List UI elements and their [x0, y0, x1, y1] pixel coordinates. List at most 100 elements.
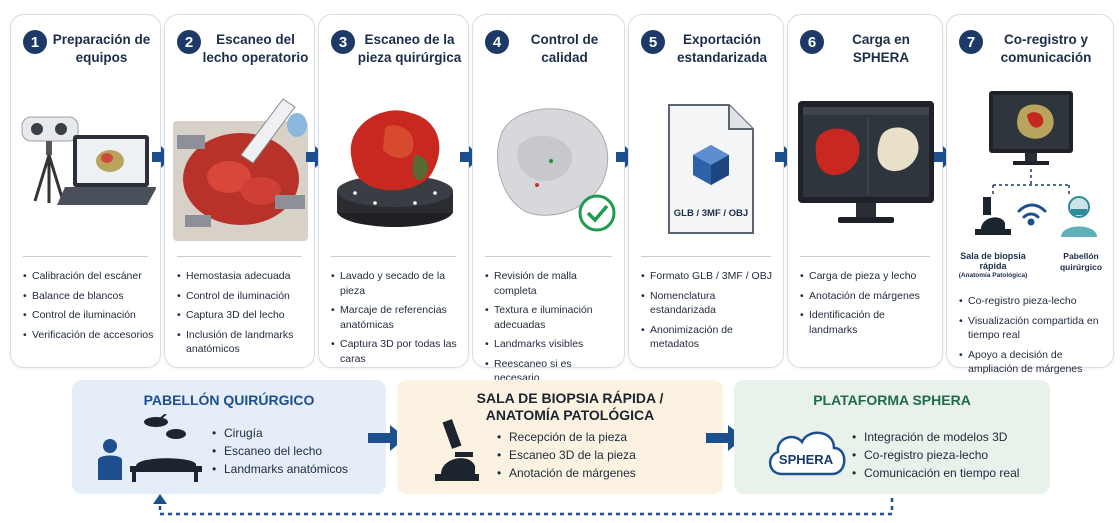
step-number-badge: 2 — [177, 30, 201, 54]
bullet-item: Visualización compartida en tiempo real — [959, 314, 1107, 343]
bullet-item: Hemostasia adecuada — [177, 269, 308, 284]
panel-sphera-platform: PLATAFORMA SPHERA SPHERA Integración de … — [734, 380, 1050, 494]
step-bullets: Lavado y secado de la pieza Marcaje de r… — [331, 269, 462, 371]
arrow-right-icon — [306, 146, 326, 168]
step-title: Escaneo del lecho operatorio — [202, 32, 309, 65]
cloud-icon — [769, 431, 846, 476]
step-bullets: Formato GLB / 3MF / OBJ Nomenclatura est… — [641, 269, 777, 357]
bullet-item: Calibración del escáner — [23, 269, 154, 284]
panel-items: Recepción de la pieza Escaneo 3D de la p… — [497, 428, 636, 482]
specimen-turntable-illustration — [325, 95, 462, 247]
arrow-right-icon — [460, 146, 480, 168]
step-bullets: Calibración del escáner Balance de blanc… — [23, 269, 154, 347]
divider — [177, 256, 302, 257]
file-export-illustration: GLB / 3MF / OBJ — [635, 95, 777, 247]
microscope-icon — [975, 197, 1011, 235]
bullet-item: Lavado y secado de la pieza — [331, 269, 462, 298]
panel-title: PABELLÓN QUIRÚRGICO — [143, 392, 315, 408]
step-title: Carga en SPHERA — [852, 32, 910, 65]
bullet-item: Captura 3D por todas las caras — [331, 337, 462, 366]
step-number-badge: 3 — [331, 30, 355, 54]
bullet-item: Anonimización de metadatos — [641, 323, 777, 352]
step-title: Escaneo de la pieza quirúrgica — [357, 32, 462, 65]
arrow-right-icon — [616, 146, 636, 168]
step-title: Control de calidad — [530, 32, 599, 65]
operating-room-icon — [98, 414, 202, 482]
mesh-quality-illustration — [479, 95, 618, 247]
divider — [641, 256, 771, 257]
panel-biopsy-room: SALA DE BIOPSIA RÁPIDA / ANATOMÍA PATOLÓ… — [397, 380, 723, 494]
bullet-item: Captura 3D del lecho — [177, 308, 308, 323]
divider — [23, 256, 148, 257]
step-card-4: 4 Control de calidad Revisión de malla c… — [472, 14, 625, 384]
surgeon-icon — [1061, 196, 1097, 237]
bullet-item: Verificación de accesorios — [23, 328, 154, 343]
bullet-item: Landmarks visibles — [485, 337, 618, 352]
bullet-item: Identificación de landmarks — [800, 308, 936, 337]
surgical-bed-scan-illustration — [171, 95, 308, 247]
bullet-item: Carga de pieza y lecho — [800, 269, 936, 284]
step-title: Co-registro y comunicación — [1000, 32, 1092, 65]
step-bullets: Carga de pieza y lecho Anotación de márg… — [800, 269, 936, 342]
bullet-item: Textura e iluminación adecuadas — [485, 303, 618, 332]
microscope-icon — [435, 419, 479, 481]
cloud-label: SPHERA — [778, 452, 834, 467]
panel-item: Escaneo del lecho — [212, 442, 348, 460]
divider — [485, 256, 612, 257]
bullet-item: Anotación de márgenes — [800, 289, 936, 304]
step-card-7: 7 Co-registro y comunicación — [946, 14, 1114, 375]
bullet-item: Marcaje de referencias anatómicas — [331, 303, 462, 332]
wifi-icon — [1017, 203, 1047, 226]
lab-sublabel: (Anatomía Patológica) — [958, 272, 1028, 279]
step-card-6: 6 Carga en SPHERA Carga de pieza y lecho… — [787, 14, 943, 368]
panel-item: Integración de modelos 3D — [852, 428, 1019, 446]
arrow-right-icon — [775, 146, 795, 168]
divider — [331, 256, 456, 257]
coregistration-illustration: Sala de biopsia rápida (Anatomía Patológ… — [953, 89, 1107, 281]
surgeon-label: Pabellón quirúrgico — [1059, 251, 1103, 272]
step-bullets: Revisión de malla completa Textura e ilu… — [485, 269, 618, 391]
step-number-badge: 7 — [959, 30, 983, 54]
bullet-item: Co-registro pieza-lecho — [959, 294, 1107, 309]
bullet-item: Nomenclatura estandarizada — [641, 289, 777, 318]
bullet-item: Formato GLB / 3MF / OBJ — [641, 269, 777, 284]
file-format-label: GLB / 3MF / OBJ — [673, 208, 749, 219]
step-number-badge: 6 — [800, 30, 824, 54]
step-number-badge: 5 — [641, 30, 665, 54]
arrow-right-icon — [934, 146, 954, 168]
panel-item: Anotación de márgenes — [497, 464, 636, 482]
divider — [800, 256, 930, 257]
panel-items: Integración de modelos 3D Co-registro pi… — [852, 428, 1019, 482]
bullet-item: Apoyo a decisión de ampliación de márgen… — [959, 348, 1107, 377]
panel-title: PLATAFORMA SPHERA — [813, 392, 971, 408]
panel-item: Landmarks anatómicos — [212, 460, 348, 478]
bullet-item: Control de iluminación — [177, 289, 308, 304]
step-title: Preparación de equipos — [52, 32, 151, 65]
panel-surgical-ward: PABELLÓN QUIRÚRGICO Cirugía Escaneo del … — [72, 380, 386, 494]
panel-item: Cirugía — [212, 424, 348, 442]
scanner-laptop-illustration — [17, 95, 157, 247]
bullet-item: Control de iluminación — [23, 308, 154, 323]
arrow-right-icon — [368, 425, 406, 451]
arrow-right-icon — [152, 146, 172, 168]
step-bullets: Co-registro pieza-lecho Visualización co… — [959, 294, 1107, 382]
bullet-item: Balance de blancos — [23, 289, 154, 304]
bullet-item: Inclusión de landmarks anatómicos — [177, 328, 308, 357]
panel-item: Escaneo 3D de la pieza — [497, 446, 636, 464]
bullet-item: Revisión de malla completa — [485, 269, 618, 298]
step-number-badge: 1 — [23, 30, 47, 54]
sphera-monitor-illustration — [794, 95, 936, 247]
step-number-badge: 4 — [485, 30, 509, 54]
panel-items: Cirugía Escaneo del lecho Landmarks anat… — [212, 424, 348, 478]
step-bullets: Hemostasia adecuada Control de iluminaci… — [177, 269, 308, 362]
step-card-5: 5 Exportación estandarizada GLB / 3MF / … — [628, 14, 784, 368]
panel-item: Comunicación en tiempo real — [852, 464, 1019, 482]
step-card-1: 1 Preparación de equipos Calibración del… — [10, 14, 161, 368]
panel-item: Co-registro pieza-lecho — [852, 446, 1019, 464]
step-title: Exportación estandarizada — [676, 32, 768, 65]
lab-label: Sala de biopsia rápida — [960, 251, 1026, 271]
panel-title: SALA DE BIOPSIA RÁPIDA / ANATOMÍA PATOLÓ… — [476, 390, 664, 423]
panel-item: Recepción de la pieza — [497, 428, 636, 446]
step-card-2: 2 Escaneo del lecho operatorio Hemostasi… — [164, 14, 315, 368]
step-card-3: 3 Escaneo de la pieza quirúrgica Lavado … — [318, 14, 469, 368]
